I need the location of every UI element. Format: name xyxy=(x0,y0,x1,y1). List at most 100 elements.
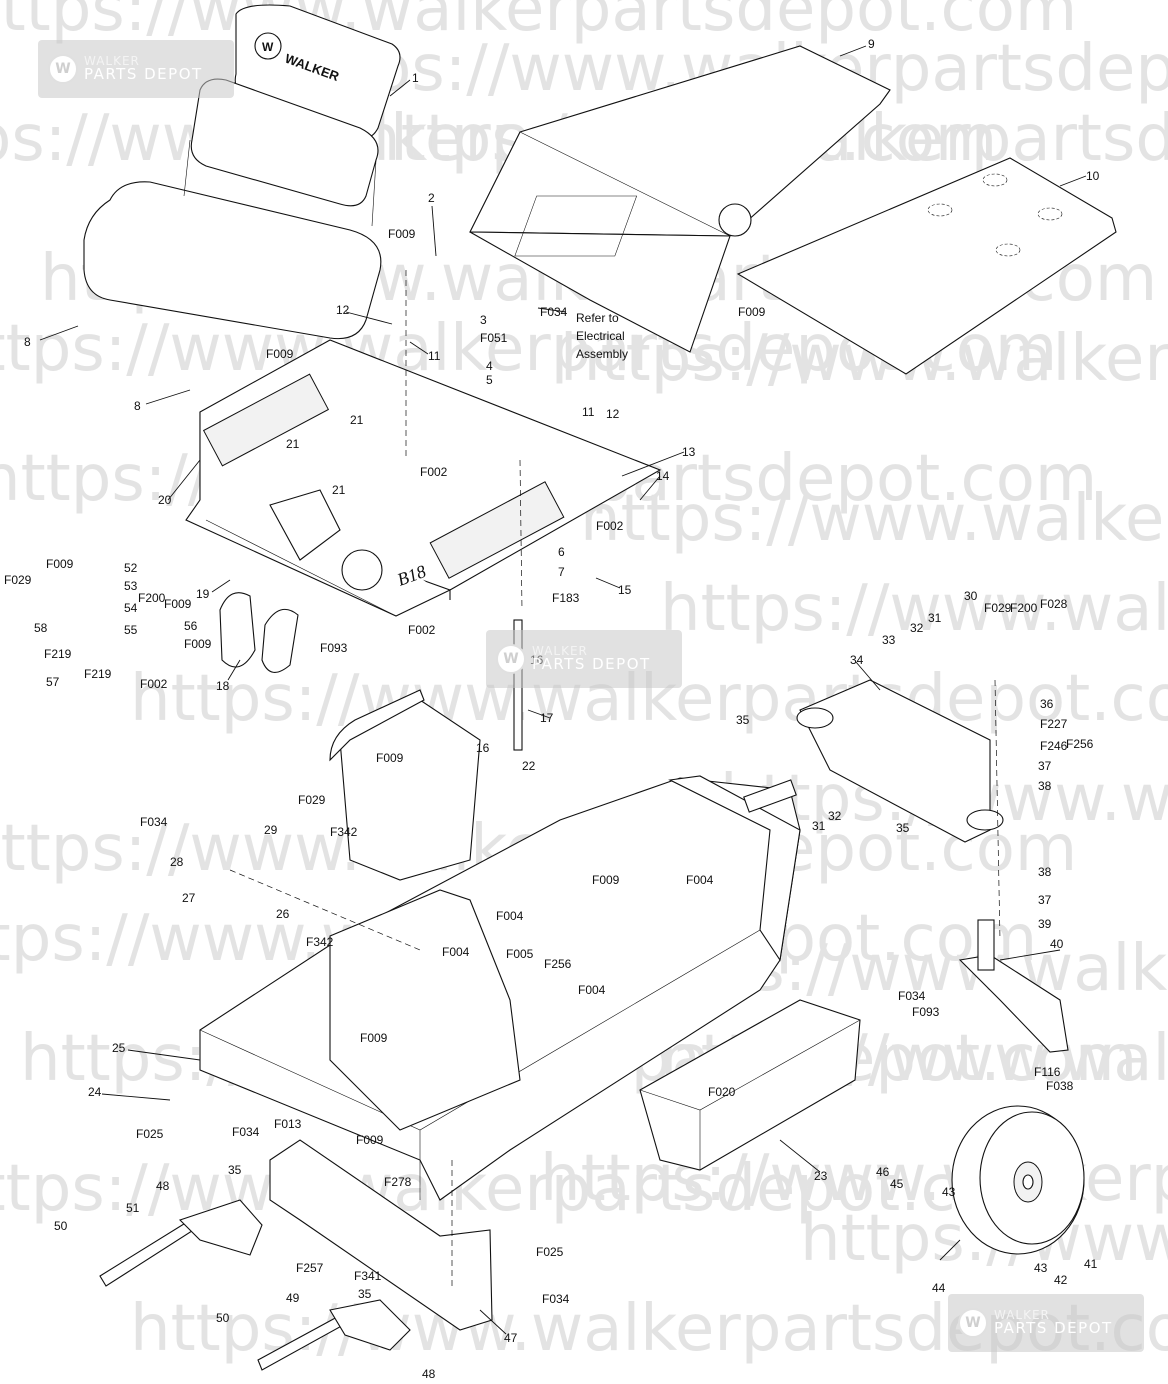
callout-label: 38 xyxy=(1038,865,1052,879)
part-drawings: W WALKER B18 xyxy=(83,4,1117,1371)
callout-label: F002 xyxy=(596,519,624,533)
callout-label: 22 xyxy=(522,759,536,773)
callout-label: F004 xyxy=(496,909,524,923)
callout-label: 39 xyxy=(1038,917,1052,931)
callout-label: 38 xyxy=(1038,779,1052,793)
callout-label: 8 xyxy=(134,399,141,413)
callout-label: F034 xyxy=(140,815,168,829)
callout-label: F183 xyxy=(552,591,580,605)
callout-label: 25 xyxy=(112,1041,126,1055)
callout-label: 26 xyxy=(276,907,290,921)
callout-label: F477 xyxy=(0,0,28,3)
callout-label: 35 xyxy=(358,1287,372,1301)
callout-label: F020 xyxy=(708,1085,736,1099)
watermark-text: https://www.walkerpartsdepot.com xyxy=(0,1152,1057,1226)
callout-label: 50 xyxy=(216,1311,230,1325)
badge-line-1: WALKER xyxy=(84,53,140,68)
callout-label: 18 xyxy=(216,679,230,693)
callout-label: 47 xyxy=(504,1331,518,1345)
callout-label: F347 xyxy=(0,0,28,3)
callout-label: 43 xyxy=(942,1185,956,1199)
svg-text:W: W xyxy=(262,40,274,54)
callout-label: F025 xyxy=(136,1127,164,1141)
callout-label: 13 xyxy=(682,445,696,459)
callout-label: 57 xyxy=(46,675,60,689)
callout-label: F025 xyxy=(536,1245,564,1259)
callout-label: 43 xyxy=(1034,1261,1048,1275)
callout-label: 11 xyxy=(582,405,595,419)
callout-label: 48 xyxy=(156,1179,170,1193)
callout-label: 53 xyxy=(124,579,138,593)
badge-line-1: WALKER xyxy=(532,643,588,658)
callout-label: F257 xyxy=(296,1261,324,1275)
callout-label: F009 xyxy=(592,873,620,887)
callout-label: F430 xyxy=(0,0,28,3)
callout-label: F475 xyxy=(0,0,28,3)
callout-label: F009 xyxy=(46,557,74,571)
callout-label: 1 xyxy=(412,71,419,85)
callout-label: F116 xyxy=(1034,1065,1061,1079)
callout-label: F009 xyxy=(360,1031,388,1045)
callout-label: F009 xyxy=(376,751,404,765)
callout-label: F219 xyxy=(84,667,112,681)
callout-labels: 1234567889101111121213141516161718192021… xyxy=(0,0,1100,1381)
watermark-badge-bottom-right: W WALKER PARTS DEPOT xyxy=(948,1294,1144,1352)
callout-label: 11 xyxy=(428,349,441,363)
callout-label: 51 xyxy=(126,1201,140,1215)
watermark-badge-top-left: W WALKER PARTS DEPOT xyxy=(38,40,234,98)
callout-label: 50 xyxy=(54,1219,68,1233)
note-line-1: Refer to xyxy=(576,311,619,325)
callout-label: F342 xyxy=(330,825,358,839)
callout-label: F348 xyxy=(0,0,28,3)
fork-part xyxy=(743,679,1004,843)
callout-label: 2 xyxy=(428,191,435,205)
callout-label: 33 xyxy=(882,633,896,647)
watermark-text: https://www.walkerpartsdepot.com xyxy=(660,572,1168,646)
callout-label: 42 xyxy=(1054,1273,1068,1287)
badge-line-1: WALKER xyxy=(994,1307,1050,1322)
callout-label: 23 xyxy=(814,1169,828,1183)
callout-label: 21 xyxy=(332,483,346,497)
callout-label: 56 xyxy=(184,619,198,633)
leader-lines xyxy=(39,45,1087,1335)
callout-label: 55 xyxy=(124,623,138,637)
callout-label: F256 xyxy=(1066,737,1094,751)
callout-label: F034 xyxy=(898,989,926,1003)
callout-label: 20 xyxy=(158,493,172,507)
callout-label: F009 xyxy=(184,637,212,651)
callout-label: F344 xyxy=(0,0,28,3)
callout-label: F278 xyxy=(384,1175,412,1189)
callout-label: F430 xyxy=(0,0,28,3)
callout-label: F029 xyxy=(4,573,32,587)
watermark-text: https://www.walkerpartsdepot.com xyxy=(0,0,1077,46)
note-line-2: Electrical xyxy=(576,329,625,343)
callout-label: 40 xyxy=(1050,937,1064,951)
callout-label: F029 xyxy=(298,793,326,807)
frame-part xyxy=(199,775,801,1201)
caster-fork-part xyxy=(958,919,1069,1053)
callout-label: 27 xyxy=(182,891,196,905)
callout-label: F029 xyxy=(984,601,1012,615)
watermark-badge-center: W WALKER PARTS DEPOT xyxy=(486,630,682,688)
callout-label: F009 xyxy=(738,305,766,319)
callout-label: 12 xyxy=(336,303,350,317)
callout-label: 30 xyxy=(964,589,978,603)
callout-label: 46 xyxy=(876,1165,890,1179)
callout-label: 52 xyxy=(124,561,138,575)
callout-label: 35 xyxy=(896,821,910,835)
callout-label: 36 xyxy=(1040,697,1054,711)
callout-label: 6 xyxy=(558,545,565,559)
callout-label: 44 xyxy=(932,1281,946,1295)
callout-label: 35 xyxy=(736,713,750,727)
callout-label: F219 xyxy=(44,647,72,661)
callout-label: 31 xyxy=(812,819,826,833)
callout-label: 21 xyxy=(350,413,364,427)
callout-label: 19 xyxy=(196,587,210,601)
callout-label: F009 xyxy=(388,227,416,241)
callout-label: F093 xyxy=(320,641,348,655)
callout-label: F038 xyxy=(1046,1079,1074,1093)
callout-label: 41 xyxy=(1084,1257,1098,1271)
callout-label: 37 xyxy=(1038,759,1052,773)
callout-label: 35 xyxy=(228,1163,242,1177)
walker-logo-icon: W xyxy=(496,644,526,674)
